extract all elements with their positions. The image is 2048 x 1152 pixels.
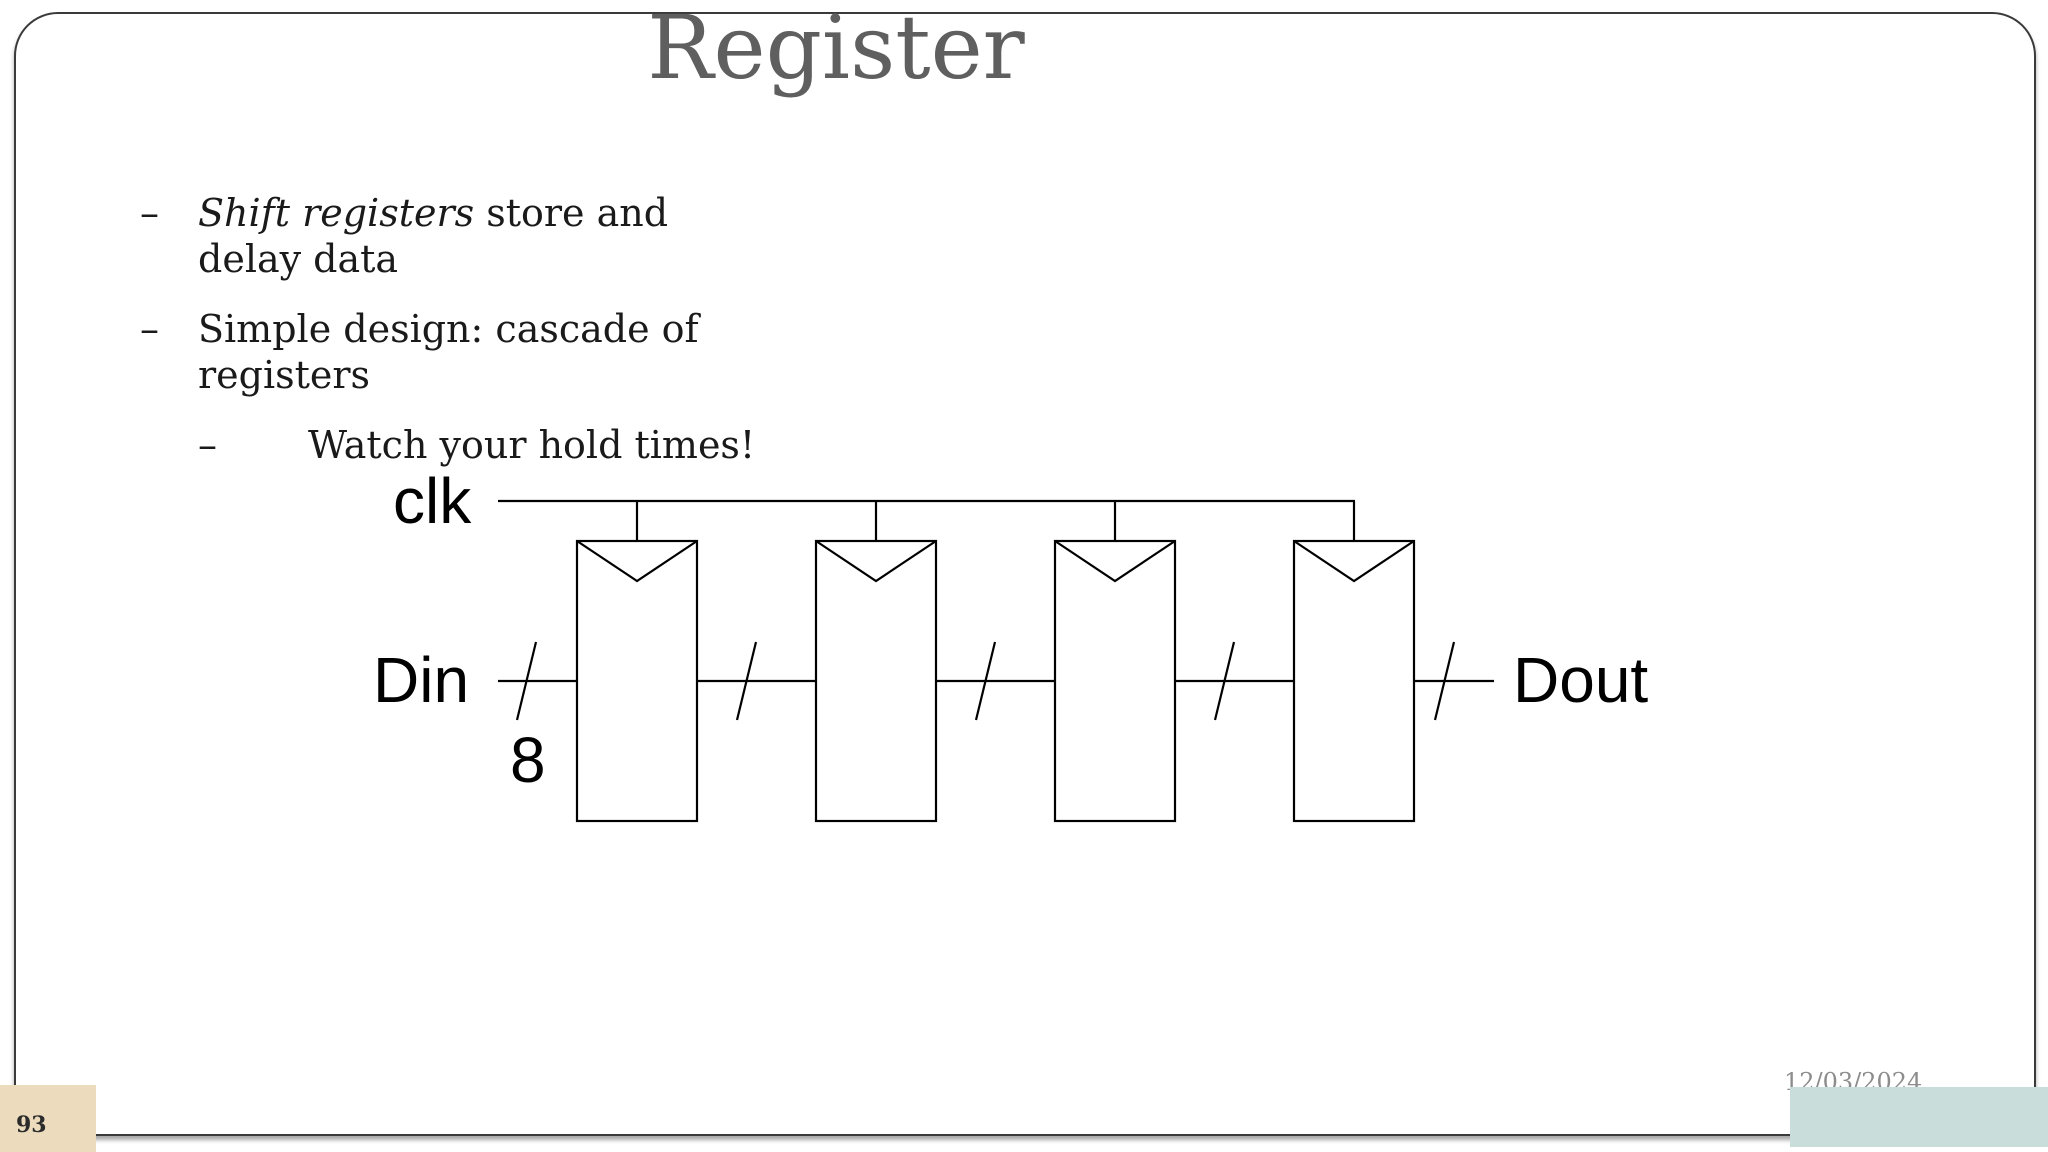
bullet-emphasis: Shift registers — [198, 191, 475, 235]
slide-frame — [14, 12, 2036, 1136]
bullet-dash: – — [140, 191, 159, 235]
clock-triangle — [1054, 540, 1176, 583]
register-2 — [814, 539, 938, 823]
bus-slash — [1213, 641, 1236, 721]
input-label: Din — [373, 644, 469, 716]
bullet-dash: – — [198, 423, 217, 467]
bus-slash — [735, 641, 758, 721]
bullet-text: Simple design: cascade of registers — [198, 307, 699, 397]
register-4 — [1292, 539, 1416, 823]
bullet-list: – Shift registers store and delay data –… — [140, 190, 780, 492]
bus-slash — [515, 641, 538, 721]
bullet-item: – Watch your hold times! — [140, 422, 780, 468]
slide-title: Register — [647, 0, 1025, 99]
bullet-item: – Simple design: cascade of registers — [140, 306, 780, 398]
clock-label: clk — [393, 465, 472, 537]
clock-triangle — [576, 540, 698, 583]
bullet-item: – Shift registers store and delay data — [140, 190, 780, 282]
bullet-text: Watch your hold times! — [308, 423, 756, 467]
bus-slash — [1433, 641, 1456, 721]
page-number: 93 — [16, 1112, 47, 1138]
bus-width-label: 8 — [510, 724, 546, 796]
clock-triangle — [815, 540, 937, 583]
register-3 — [1053, 539, 1177, 823]
bullet-dash: – — [140, 307, 159, 351]
output-label: Dout — [1513, 644, 1648, 716]
page-number-box — [0, 1085, 96, 1152]
bullet-text: store and delay data — [198, 191, 669, 281]
register-1 — [575, 539, 699, 823]
clock-triangle — [1293, 540, 1415, 583]
bus-slash — [974, 641, 997, 721]
footer-corner-box — [1790, 1087, 2048, 1147]
